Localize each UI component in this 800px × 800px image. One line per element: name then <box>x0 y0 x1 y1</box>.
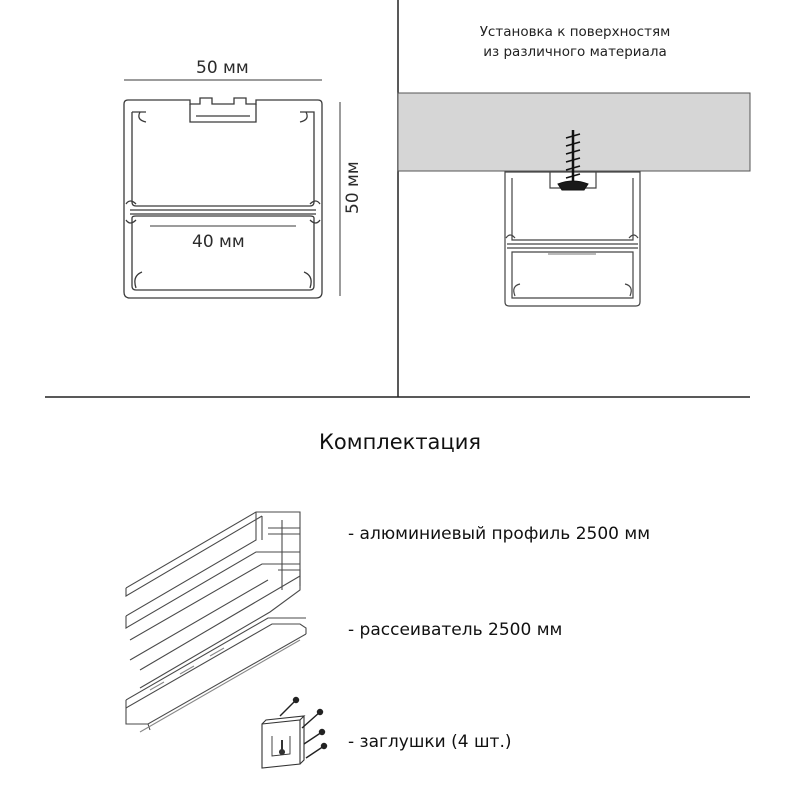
kit-item-diffuser: - рассеиватель 2500 мм <box>348 620 563 640</box>
mounted-profile <box>504 171 641 307</box>
profile-3d-illustration <box>125 511 307 733</box>
mounting-caption-line1: Установка к поверхностям <box>479 24 671 40</box>
mounting-caption: Установка к поверхностям из различного м… <box>405 22 745 62</box>
mounting-caption-line2: из различного материала <box>483 44 667 60</box>
kit-item-end-caps: - заглушки (4 шт.) <box>348 732 512 752</box>
end-cap-illustration <box>261 715 306 769</box>
screws-icon <box>279 696 328 759</box>
screw-icon <box>557 130 589 191</box>
kit-item-profile: - алюминиевый профиль 2500 мм <box>348 524 651 544</box>
height-dimension-label: 50 мм <box>343 161 363 214</box>
kit-title: Комплектация <box>318 430 482 454</box>
profile-cross-section <box>123 79 341 299</box>
inner-dimension-label: 40 мм <box>192 232 245 252</box>
width-dimension-label: 50 мм <box>196 58 249 78</box>
